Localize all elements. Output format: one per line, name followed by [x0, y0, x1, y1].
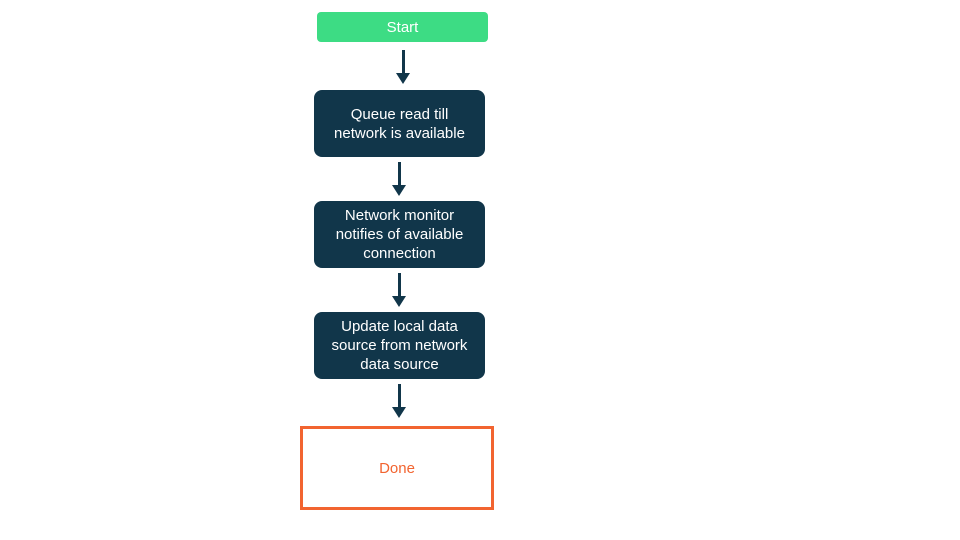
flowchart-node-network-monitor: Network monitor notifies of available co…	[314, 201, 485, 268]
arrow-shaft	[401, 50, 405, 73]
arrow-down-icon	[392, 273, 406, 307]
arrow-head	[392, 296, 406, 307]
flowchart-node-queue-read: Queue read till network is available	[314, 90, 485, 157]
arrow-head	[392, 407, 406, 418]
arrow-down-icon	[396, 50, 410, 84]
arrow-head	[392, 185, 406, 196]
arrow-shaft	[397, 384, 401, 407]
arrow-shaft	[397, 273, 401, 296]
flowchart-node-done: Done	[300, 426, 494, 510]
flowchart-node-update-local: Update local data source from network da…	[314, 312, 485, 379]
arrow-head	[396, 73, 410, 84]
arrow-down-icon	[392, 162, 406, 196]
arrow-down-icon	[392, 384, 406, 418]
flowchart-node-start: Start	[317, 12, 488, 42]
arrow-shaft	[397, 162, 401, 185]
